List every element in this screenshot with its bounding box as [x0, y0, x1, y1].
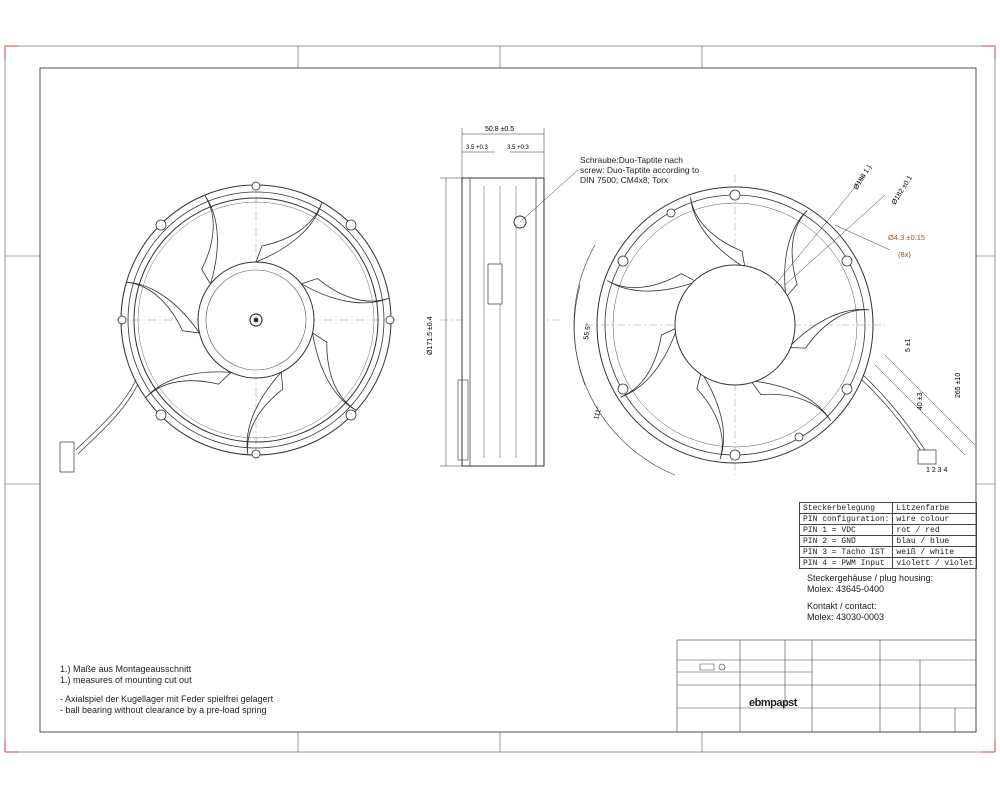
rear-mount-holes [617, 189, 853, 461]
dim-width-right: 3.5 +0.3 [507, 145, 530, 151]
plug-contact-label: Kontakt / contact: [807, 601, 877, 611]
table-row: PIN configuration:wire colour [798, 513, 978, 525]
leader-lines [774, 174, 976, 456]
table-cell: PIN 2 = GND [798, 535, 894, 547]
dim-d182: Ø182 ±0.1 [891, 175, 914, 206]
table-cell: PIN 3 = Tacho IST [798, 546, 894, 558]
table-cell: PIN configuration: [798, 513, 894, 525]
rear-view [573, 174, 976, 476]
screw-note-line2: screw: Duo-Taptite according to [580, 165, 700, 175]
general-notes: 1.) Maße aus Montageausschnitt 1.) measu… [60, 664, 273, 716]
sheet-corner-marks [4, 45, 996, 753]
front-view [59, 180, 396, 473]
pin-numbers: 1 2 3 4 [926, 467, 948, 474]
dim-hole-count: (8x) [898, 250, 911, 259]
plug-housing-part: Molex: 43645-0400 [807, 584, 885, 594]
table-cell: violett / violet [892, 557, 978, 569]
ebmpapst-logo: ebmpapst [749, 697, 797, 709]
screw-note-line3: DIN 7500; CM4x8; Torx [580, 175, 669, 185]
table-cell: Steckerbelegung [798, 502, 894, 514]
plug-info: Steckergehäuse / plug housing: Molex: 43… [807, 573, 933, 623]
front-cable [59, 379, 139, 473]
sheet-frame [4, 45, 996, 753]
front-mount-lugs [117, 181, 395, 459]
note-2-en: - ball bearing without clearance by a pr… [60, 705, 267, 715]
dim-len-265: 265 ±10 [955, 373, 962, 398]
dim-len-5: 5 ±1 [905, 338, 912, 352]
table-cell: Litzenfarbe [892, 502, 978, 514]
dim-angle-555: 55.5° [582, 323, 593, 341]
rear-cable [860, 374, 937, 465]
title-block [676, 639, 977, 733]
screw-note: Schraube:Duo-Taptite nach screw: Duo-Tap… [580, 155, 699, 185]
note-1-en: 1.) measures of mounting cut out [60, 675, 192, 685]
screw-note-line1: Schraube:Duo-Taptite nach [580, 155, 684, 165]
table-cell: wire colour [892, 513, 978, 525]
dim-d188: Ø188 1.) [853, 164, 873, 191]
dim-width-left: 3.5 +0.3 [466, 145, 489, 151]
table-cell: rot / red [892, 524, 978, 536]
table-cell: PIN 1 = VDC [798, 524, 894, 536]
table-cell: weiß / white [892, 546, 978, 558]
dim-angle-111: 111° [592, 405, 603, 420]
plug-contact-part: Molex: 43030-0003 [807, 612, 885, 622]
side-view [440, 128, 560, 467]
table-cell: blau / blue [892, 535, 978, 547]
note-1-de: 1.) Maße aus Montageausschnitt [60, 664, 192, 674]
dim-hole: Ø4.3 ±0.15 [888, 233, 925, 242]
table-cell: PIN 4 = PWM Input [798, 557, 894, 569]
plug-housing-label: Steckergehäuse / plug housing: [807, 573, 934, 583]
angle-arc [573, 244, 676, 476]
dim-width-total: 50.8 ±0.5 [485, 126, 514, 133]
screw-leader [519, 169, 579, 223]
dim-diameter-side: Ø171.5 ±0.4 [427, 316, 434, 355]
note-2-de: - Axialspiel der Kugellager mit Feder sp… [60, 694, 274, 704]
dim-len-40: 40 ±3 [917, 392, 924, 410]
